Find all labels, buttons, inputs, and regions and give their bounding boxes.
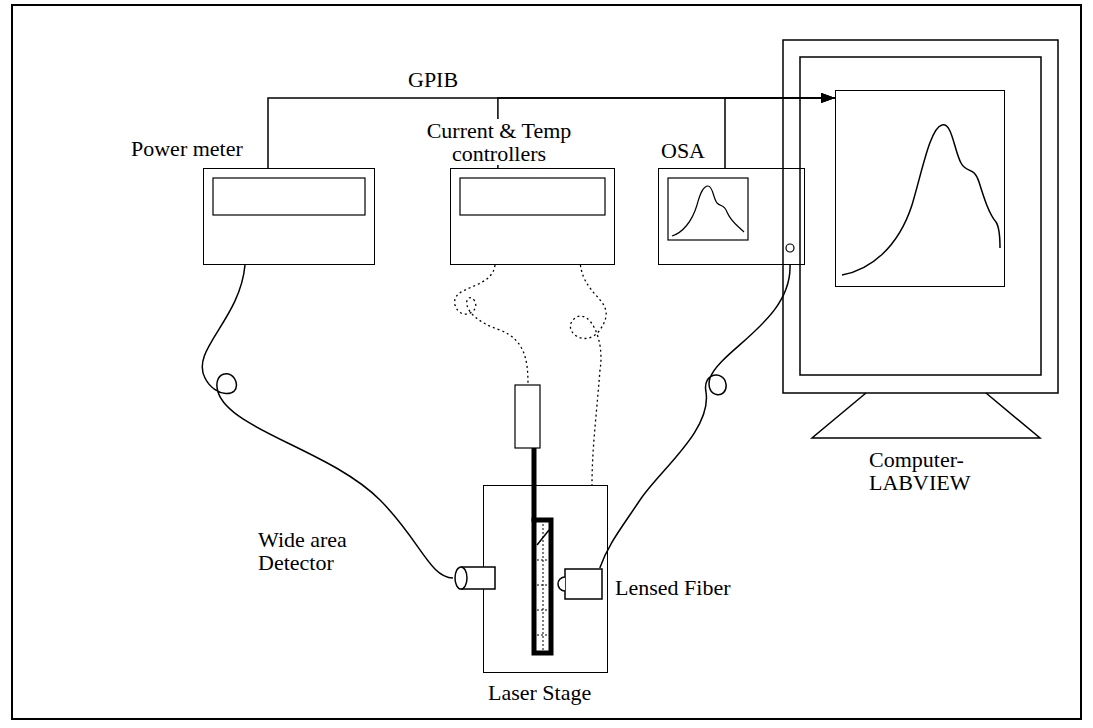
fiber-body: [565, 569, 602, 599]
cable: [600, 265, 790, 568]
node-label: Wide area Detector: [258, 528, 368, 574]
node-label: Current & Temp controllers: [419, 119, 579, 165]
label-holder: GPIB: [408, 68, 458, 91]
figure-frame: [12, 5, 1081, 719]
cable: [570, 265, 606, 485]
osa-spectrum: [672, 186, 744, 236]
controller-display: [460, 178, 605, 215]
power-meter-box: Power meter: [203, 168, 375, 265]
gpib-bus: [725, 98, 835, 168]
osa-screen: [668, 178, 748, 240]
laser-bar: [534, 520, 551, 653]
meter-display: [213, 178, 365, 215]
fiber-shape: [557, 568, 603, 600]
detector-face: [455, 567, 467, 589]
gpib-bus: [268, 98, 835, 168]
osa-port: [786, 244, 794, 252]
detector-shape: [453, 566, 497, 590]
lensed-fiber: Lensed Fiber: [557, 568, 603, 600]
probe-mount: [515, 385, 540, 448]
laser-sections: [537, 524, 549, 650]
cable: [202, 265, 453, 578]
bus-label: GPIB: [408, 68, 458, 91]
node-label: Laser Stage: [488, 681, 591, 704]
node-label: OSA: [661, 139, 705, 162]
monitor-stand: [812, 393, 1040, 438]
probe-wire: [455, 265, 528, 385]
node-label: Lensed Fiber: [615, 576, 730, 599]
node-label: Power meter: [131, 137, 243, 160]
wide-area-detector: Wide area Detector: [453, 566, 497, 590]
node-label: Computer- LABVIEW: [869, 448, 989, 494]
monitor-outer: [783, 40, 1058, 393]
section-line: [543, 524, 544, 650]
osa-box: OSA: [658, 168, 805, 265]
fiber-lens: [558, 577, 565, 591]
computer-screen: Computer- LABVIEW: [835, 90, 1005, 287]
monitor-inner: [800, 57, 1041, 375]
controller-box: Current & Temp controllers: [450, 168, 615, 265]
spectrum-curve: [842, 125, 1000, 275]
section-line: [537, 635, 549, 636]
